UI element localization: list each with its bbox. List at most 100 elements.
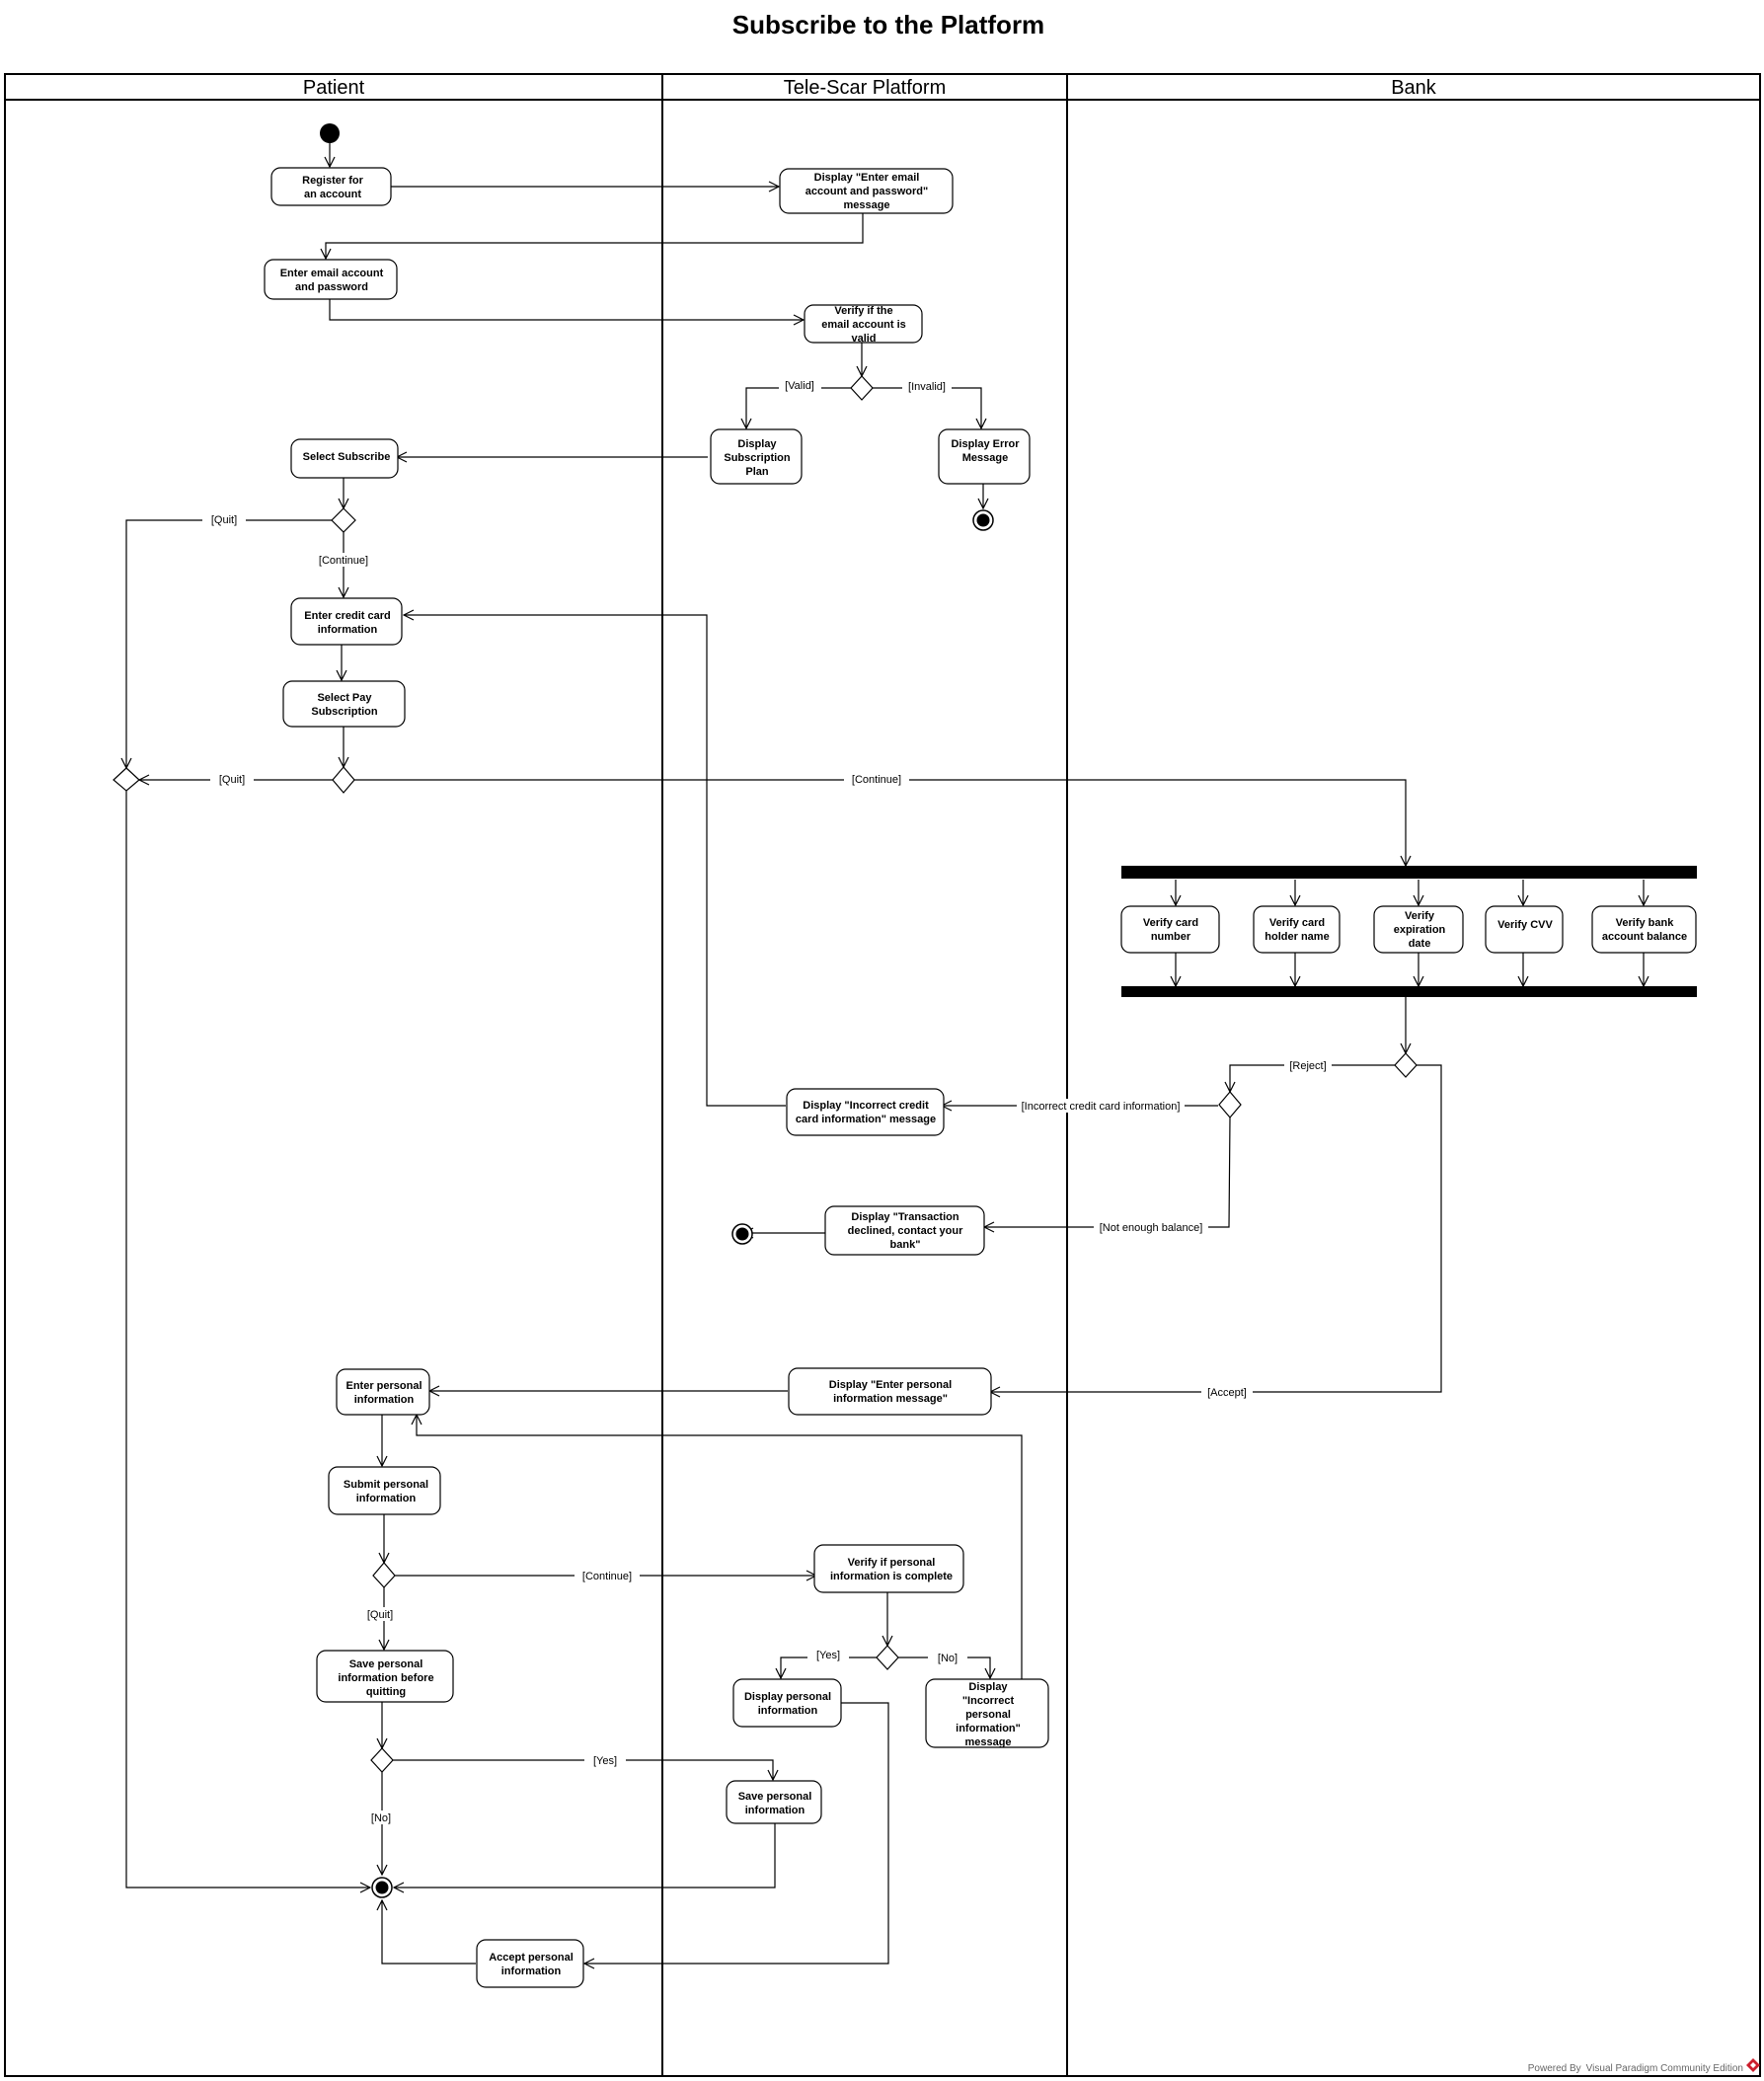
final-node-error: [972, 509, 994, 531]
diagram-title: Subscribe to the Platform: [732, 10, 1044, 39]
action-display-error: [938, 428, 1031, 485]
flow-incorrect-card-retry: [404, 615, 786, 1107]
guard-accept: [Accept]: [1207, 1387, 1247, 1399]
decision-reject-reason: [1218, 1091, 1242, 1118]
action-nodes: [264, 167, 1697, 1988]
action-verify-card-number: [1120, 905, 1220, 954]
flow-yes-2: [393, 1759, 773, 1780]
guard-continue-1: [Continue]: [319, 555, 368, 567]
action-register: [270, 167, 392, 206]
action-display-personal: [732, 1678, 842, 1728]
guard-incorrect-card: [Incorrect credit card information]: [1022, 1101, 1181, 1113]
guard-quit-3: [Quit]: [367, 1609, 393, 1621]
flow-quit-1: [126, 519, 332, 768]
action-enter-card: [290, 597, 403, 646]
final-node-main: [371, 1877, 393, 1898]
flow-incorrect-personal-retry: [417, 1415, 1023, 1680]
action-save-personal: [726, 1780, 822, 1824]
join-bar: [1121, 986, 1697, 997]
lane-bank: Bank: [1391, 77, 1437, 99]
guard-no-2: [No]: [371, 1812, 391, 1824]
action-verify-cvv: [1485, 905, 1564, 954]
guard-yes-2: [Yes]: [593, 1755, 617, 1767]
decision-bank-result: [1394, 1052, 1418, 1078]
flow-save-final: [394, 1823, 776, 1888]
action-verify-personal: [813, 1544, 964, 1593]
action-verify-email: [804, 304, 923, 344]
decision-pay: [332, 766, 355, 794]
decision-save-before-quit: [370, 1747, 394, 1773]
guard-continue-3: [Continue]: [582, 1571, 632, 1582]
action-display-incorrect-personal: [925, 1678, 1049, 1748]
decision-personal-complete: [876, 1645, 899, 1670]
action-display-declined: [824, 1205, 985, 1256]
swimlane-frame: [4, 73, 1761, 2077]
decision-email-valid: [850, 375, 874, 401]
guard-reject: [Reject]: [1289, 1060, 1326, 1072]
flow-continue-2: [354, 779, 1406, 866]
lane-patient: Patient: [303, 77, 365, 99]
decision-subscribe: [331, 507, 356, 533]
action-submit-personal: [328, 1466, 441, 1515]
action-verify-holder: [1253, 905, 1341, 954]
flow-quit-final: [125, 791, 370, 1888]
swimlanes: [4, 73, 1761, 2077]
footer-watermark: Powered By Visual Paradigm Community Edi…: [1528, 2063, 1743, 2074]
decision-submit-personal: [372, 1562, 396, 1588]
visual-paradigm-logo-icon: [1746, 2058, 1760, 2072]
flow-display-personal-accept: [584, 1702, 889, 1964]
label-verify-cvv: Verify CVV: [1497, 919, 1553, 931]
final-node-declined: [731, 1223, 753, 1245]
action-save-before-quit: [316, 1650, 454, 1703]
action-verify-balance: [1591, 905, 1697, 954]
action-enter-personal: [336, 1368, 430, 1416]
flow-reject: [1230, 1064, 1395, 1092]
flow-not-enough-balance: [984, 1117, 1231, 1227]
action-enter-email: [264, 259, 398, 300]
guard-not-enough: [Not enough balance]: [1100, 1222, 1203, 1234]
initial-node: [320, 123, 340, 143]
decision-nodes: [113, 375, 1418, 1773]
action-verify-expiration: [1373, 905, 1464, 954]
flow-display-email-enter: [326, 213, 864, 259]
guard-quit-1: [Quit]: [211, 514, 237, 526]
action-display-enter-personal: [788, 1367, 992, 1416]
guard-no-1: [No]: [938, 1653, 958, 1664]
guard-quit-2: [Quit]: [219, 774, 245, 786]
merge-quit: [113, 767, 140, 792]
action-display-incorrect-card: [786, 1088, 945, 1136]
flow-accept-final: [382, 1900, 476, 1965]
action-display-plan: [710, 428, 803, 485]
flow-enter-verify: [329, 299, 804, 320]
lane-platform: Tele-Scar Platform: [784, 77, 947, 99]
guard-yes-1: [Yes]: [816, 1650, 840, 1661]
action-display-enter-email: [779, 168, 954, 214]
guard-labels: [Valid] [Invalid] [Quit] [Continue] [Qui…: [202, 379, 1332, 1824]
guard-invalid: [Invalid]: [908, 381, 946, 393]
